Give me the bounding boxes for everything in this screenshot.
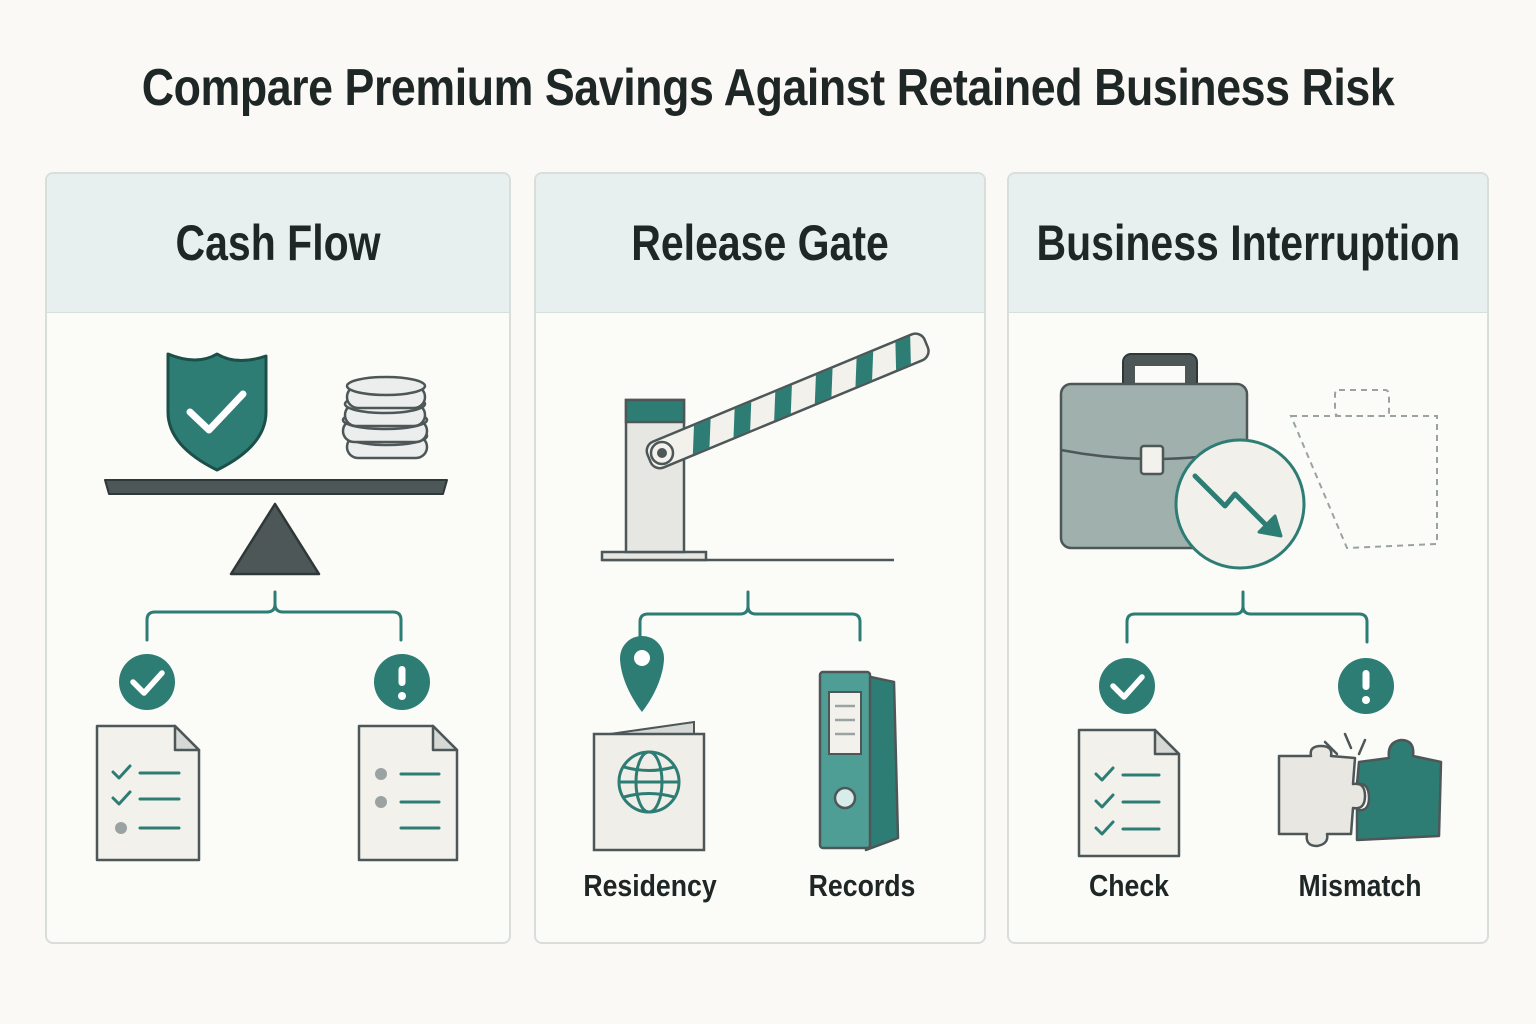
- label-residency: Residency: [583, 868, 717, 903]
- panel-cash-flow: Cash Flow: [45, 172, 511, 944]
- check-badge-icon: [119, 654, 175, 710]
- release-gate-illustration: [592, 332, 930, 852]
- binder-icon: [818, 670, 900, 852]
- checklist-document-icon: [1077, 728, 1181, 858]
- panel-header: Cash Flow: [47, 174, 509, 313]
- panel-header: Release Gate: [536, 174, 984, 313]
- bracket-connector: [145, 590, 403, 642]
- panel-business-interruption: Business Interruption: [1007, 172, 1489, 944]
- label-check: Check: [1088, 868, 1170, 903]
- panel-title-cash-flow: Cash Flow: [175, 215, 381, 271]
- page-title: Compare Premium Savings Against Retained…: [141, 59, 1395, 117]
- downtrend-arrow-icon: [1174, 438, 1306, 570]
- location-pin-icon: [620, 636, 664, 712]
- barrier-gate-icon: [600, 332, 930, 562]
- bullet-list-document-icon: [357, 724, 459, 862]
- panel-header: Business Interruption: [1009, 174, 1487, 313]
- check-badge-icon: [1099, 658, 1155, 714]
- panel-title-business-interruption: Business Interruption: [1036, 215, 1460, 271]
- passport-icon: [592, 720, 706, 852]
- panel-release-gate: Release Gate: [534, 172, 986, 944]
- bracket-connector: [1125, 590, 1369, 644]
- alert-badge-icon: [1338, 658, 1394, 714]
- cash-flow-illustration: [95, 352, 459, 862]
- coin-stack-icon: [341, 375, 429, 460]
- bracket-connector: [638, 590, 862, 642]
- label-records: Records: [808, 868, 916, 903]
- business-interruption-illustration: [1059, 353, 1443, 858]
- label-mismatch: Mismatch: [1298, 868, 1422, 903]
- shield-check-icon: [166, 352, 268, 472]
- puzzle-mismatch-icon: [1277, 732, 1443, 848]
- missing-briefcase-outline-icon: [1289, 389, 1438, 550]
- alert-badge-icon: [374, 654, 430, 710]
- panel-title-release-gate: Release Gate: [631, 215, 889, 271]
- balance-scale-icon: [104, 479, 448, 576]
- checklist-document-icon: [95, 724, 201, 862]
